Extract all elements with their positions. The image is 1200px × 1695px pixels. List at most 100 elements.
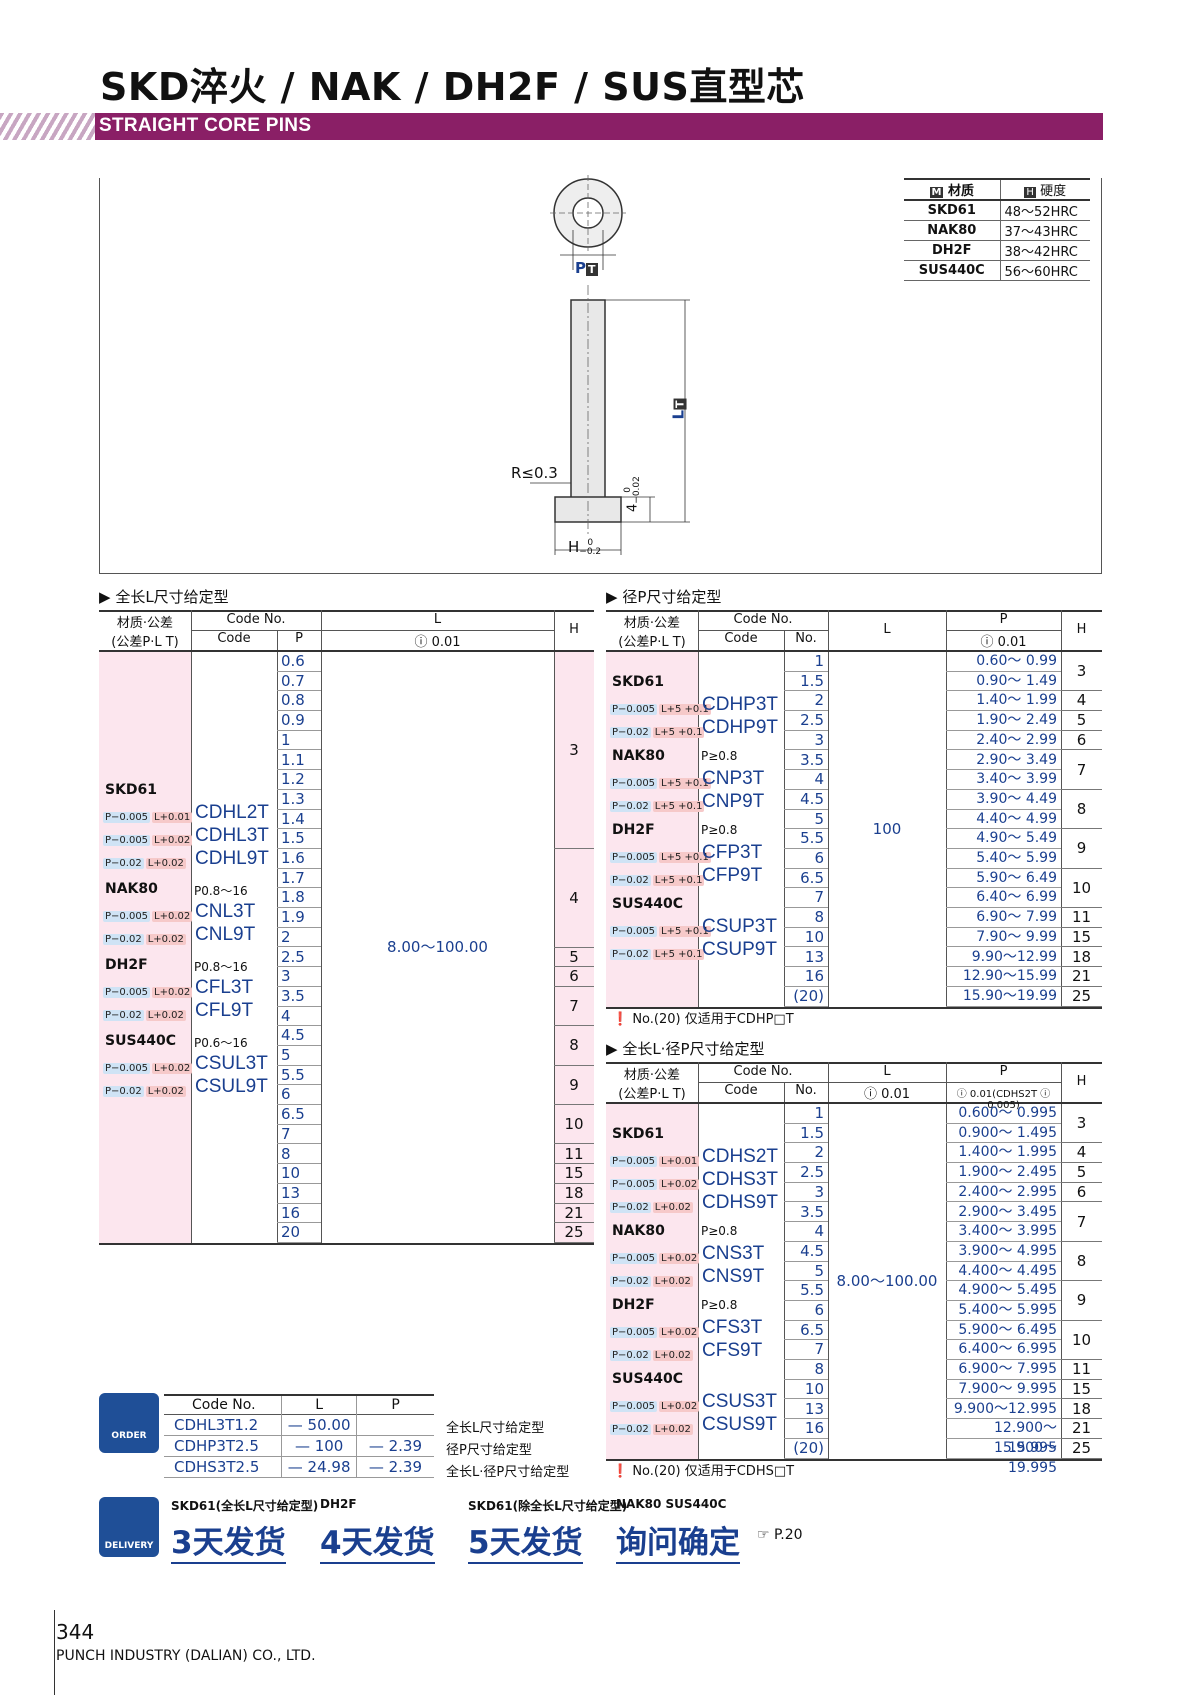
p-range: 12.900～15.995 [946,1419,1061,1456]
order-icon-label: ORDER [111,1431,147,1441]
h-value: 9 [1061,829,1102,869]
no-value: 8 [784,908,828,928]
h-value: 10 [1061,1321,1102,1361]
h-value: 15 [1061,928,1102,948]
h-value: 21 [554,1204,594,1224]
p-range: 3.400～ 3.995 [946,1222,1061,1242]
order-note: 径P尺寸给定型 [446,1443,532,1458]
code-no: CDHS3T [702,1169,779,1190]
p-range: 6.900～ 7.995 [946,1360,1061,1380]
material-group-name: NAK80 [612,748,665,764]
no-value: 10 [784,928,828,948]
p-tolerance: P−0.005 [103,911,151,922]
hdr-l: L [883,622,891,637]
h-value: 6 [1061,731,1102,751]
h-value: 3 [1061,1104,1102,1144]
no-value: 1 [784,1104,828,1124]
delivery-label: DH2F [320,1497,357,1511]
l-tolerance: L+5 +0.1 [659,704,711,715]
p-range: 9.90～12.99 [946,948,1061,968]
order-note: 全长L尺寸给定型 [446,1421,545,1436]
material-group-name: SKD61 [612,1126,665,1142]
col-rule [828,652,829,1007]
no-value: 5 [784,1262,828,1282]
table-bottom-rule [99,1243,594,1245]
p-value: 5 [277,1046,321,1066]
h-value: 5 [1061,711,1102,731]
no-value: 1 [784,652,828,672]
p-range: 6.40～ 6.99 [946,888,1061,909]
material-name: SKD61 [904,200,1001,221]
p-tolerance: P−0.005 [103,812,151,823]
p-range: 3.90～ 4.49 [946,790,1061,810]
delivery-icon: DELIVERY [99,1497,159,1557]
no-value: 6 [784,1301,828,1321]
no-value: (20) [784,1439,828,1459]
p-range: 0.60～ 0.99 [946,652,1061,672]
hdr-p-tol: ⓘ 0.01 [980,635,1027,650]
h-column [554,652,594,1243]
l-tolerance: L+0.02 [659,1327,700,1338]
h-value: 6 [554,967,594,987]
p-value: 8 [277,1145,321,1165]
l-tolerance: L+5 +0.1 [659,778,711,789]
header-col-rule [828,610,829,650]
h-value: 9 [1061,1281,1102,1321]
code-no: CDHL2T [195,802,269,823]
hdr-p: P [999,612,1008,627]
col-rule [784,652,785,1007]
material-name: DH2F [904,240,1001,261]
hardness-header-text: 硬度 [1040,184,1067,199]
h-value: 8 [1061,790,1102,830]
hdr-l: L [433,612,442,627]
l-tolerance: L+5 +0.1 [659,852,711,863]
hdr-code: Code [724,631,758,646]
l-tolerance: L+0.02 [152,911,193,922]
l-tolerance: L+5 +0.1 [652,801,705,812]
hdr-material-tol: (公差P·L T) [111,635,179,650]
p-range: 12.90～15.99 [946,967,1061,987]
p-value: 1.2 [277,770,321,790]
delivery-label: SKD61(除全长L尺寸给定型) [468,1499,628,1513]
h-tol-up: 0 [587,537,594,548]
l-tolerance: L+0.02 [145,934,186,945]
l-value: 100 [872,820,902,838]
p-value: 1.7 [277,869,321,889]
h-tol-low: −0.2 [579,546,602,557]
col-rule [698,652,699,1007]
h-value: 6 [1061,1183,1102,1203]
col-rule [828,1104,829,1459]
header-row-rule [698,630,828,631]
h-value: 4 [1061,691,1102,712]
h-value: 5 [1061,1163,1102,1183]
code-no: CNP9T [702,791,765,812]
no-value: 2 [784,1143,828,1164]
col-rule [1061,652,1062,1007]
h-value: 18 [1061,948,1102,968]
material-hardness: 38～42HRC [1000,240,1090,261]
p-range: 4.400～ 4.495 [946,1262,1061,1282]
h-value: 5 [554,948,594,968]
no-value: 6.5 [784,1321,828,1341]
col-rule [698,1104,699,1459]
hdr-h: H [569,622,579,637]
l-tolerance: L+0.02 [652,1276,693,1287]
h-value: 15 [1061,1380,1102,1400]
p-range: 15.90～19.99 [946,987,1061,1007]
p-tolerance: P−0.005 [610,1401,658,1412]
order-l: — 100 [281,1435,358,1457]
no-value: 4.5 [784,790,828,810]
h-value: 4 [1061,1143,1102,1164]
hdr-p: P [295,631,303,646]
diagram-frame [99,178,1102,574]
material-group-note: P≥0.8 [701,1224,738,1238]
hdr-material-tol: (公差P·L T) [618,635,686,650]
